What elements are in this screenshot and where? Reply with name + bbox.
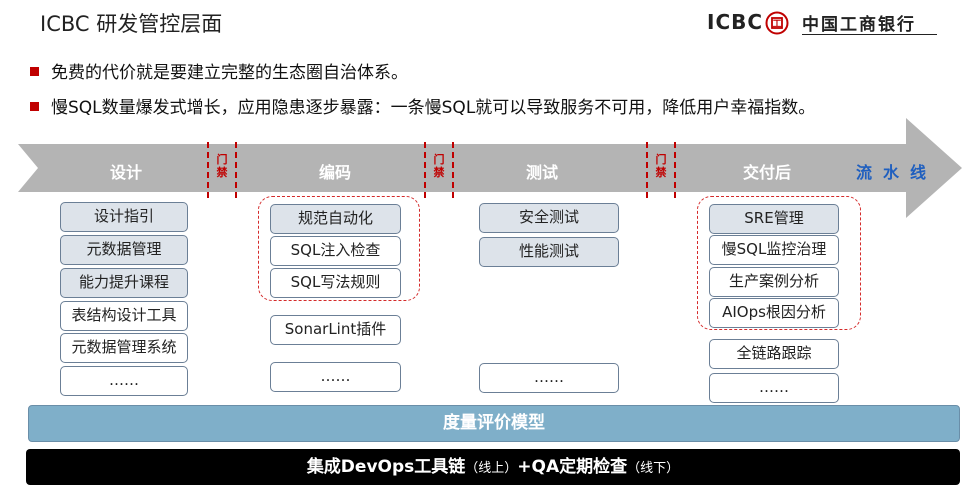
coding-item: …… — [270, 362, 401, 392]
bullet-item-1: 免费的代价就是要建立完整的生态圈自治体系。 — [30, 58, 408, 83]
delivery-item: AIOps根因分析 — [709, 298, 839, 328]
testing-item: …… — [479, 363, 619, 393]
gate-label-3: 门禁 — [655, 153, 667, 179]
coding-item: SQL注入检查 — [270, 236, 401, 266]
bullet-text: 免费的代价就是要建立完整的生态圈自治体系。 — [51, 63, 408, 83]
logo-text-en: ICBC — [707, 10, 764, 34]
metrics-model-bar: 度量评价模型 — [28, 405, 960, 442]
design-item: 设计指引 — [60, 202, 188, 232]
gate-label-1: 门禁 — [216, 153, 228, 179]
devops-toolchain-bar: 集成DevOps工具链（线上）+QA定期检查（线下） — [26, 449, 960, 485]
gate-divider — [207, 142, 209, 198]
toolchain-online: （线上） — [465, 461, 518, 476]
coding-item: SQL写法规则 — [270, 268, 401, 298]
delivery-item: 慢SQL监控治理 — [709, 235, 839, 265]
design-item: 能力提升课程 — [60, 268, 188, 298]
bullet-item-2: 慢SQL数量爆发式增长，应用隐患逐步暴露：一条慢SQL就可以导致服务不可用，降低… — [30, 93, 815, 118]
bullet-text: 慢SQL数量爆发式增长，应用隐患逐步暴露：一条慢SQL就可以导致服务不可用，降低… — [51, 98, 816, 118]
bullet-square-icon — [30, 102, 39, 111]
page-title: ICBC 研发管控层面 — [40, 12, 223, 36]
logo-text-cn: 中国工商银行 — [802, 15, 916, 35]
toolchain-qa: +QA定期检查 — [517, 457, 628, 477]
design-item: 元数据管理系统 — [60, 333, 188, 363]
delivery-item: 全链路跟踪 — [709, 339, 839, 369]
stage-delivery: 交付后 — [742, 163, 791, 182]
coding-highlight-group — [258, 196, 420, 301]
logo-seal-char: 工 — [772, 19, 781, 30]
delivery-item: 生产案例分析 — [709, 267, 839, 297]
stage-coding: 编码 — [318, 163, 351, 182]
gate-divider — [674, 142, 676, 198]
toolchain-offline: （线下） — [627, 461, 680, 476]
testing-item: 性能测试 — [479, 237, 619, 267]
pipeline-label: 流水线 — [856, 163, 938, 182]
testing-item: 安全测试 — [479, 203, 619, 233]
gate-divider — [235, 142, 237, 198]
coding-item: 规范自动化 — [270, 204, 401, 234]
coding-item: SonarLint插件 — [270, 315, 401, 345]
gate-label-2: 门禁 — [433, 153, 445, 179]
bullet-square-icon — [30, 67, 39, 76]
icbc-logo: ICBC 工 中国工商银行 — [707, 10, 937, 38]
delivery-item: …… — [709, 373, 839, 403]
design-item: 元数据管理 — [60, 235, 188, 265]
delivery-item: SRE管理 — [709, 204, 839, 234]
design-item: 表结构设计工具 — [60, 301, 188, 331]
gate-divider — [452, 142, 454, 198]
stage-testing: 测试 — [525, 163, 558, 182]
gate-divider — [424, 142, 426, 198]
logo-underline — [802, 34, 937, 35]
delivery-highlight-group — [697, 196, 861, 330]
pipeline-arrow — [18, 118, 962, 218]
gate-divider — [646, 142, 648, 198]
design-item: …… — [60, 366, 188, 396]
icbc-seal-icon: 工 — [765, 11, 789, 35]
stage-design: 设计 — [109, 163, 142, 182]
toolchain-main: 集成DevOps工具链 — [306, 457, 466, 477]
